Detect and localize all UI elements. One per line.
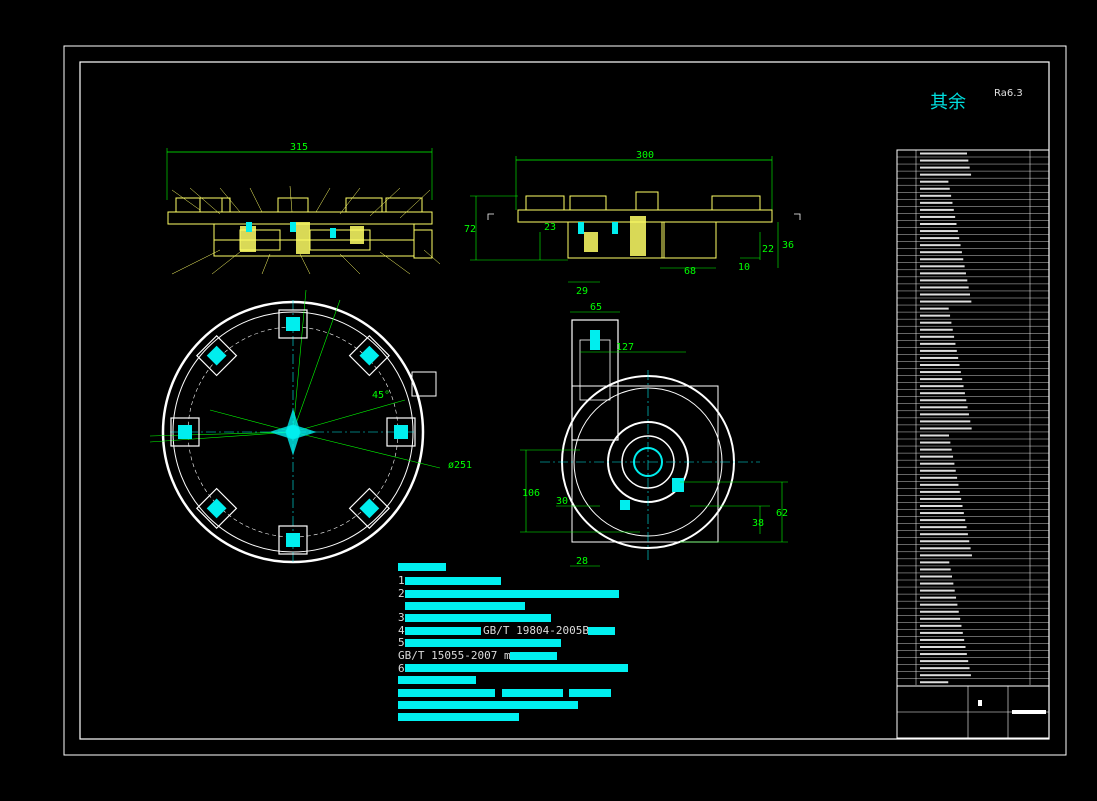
dim-side-36: 36 — [782, 240, 794, 251]
dim-sec-30: 30 — [556, 496, 568, 507]
dim-sec-106: 106 — [522, 488, 540, 499]
note-3: 3 — [398, 611, 405, 624]
dim-plan-dia: ø251 — [448, 460, 472, 471]
jaw-block — [195, 487, 238, 530]
surface-finish-note: 其余 — [930, 92, 966, 113]
dim-plan-angle: 45° — [372, 390, 390, 401]
section-view: 65 127 106 30 28 38 62 — [520, 302, 788, 567]
jaw-block — [170, 417, 200, 447]
dim-sec-62: 62 — [776, 508, 788, 519]
dim-side-10: 10 — [738, 262, 750, 273]
outer-border — [63, 45, 1067, 756]
jaw-block — [348, 487, 391, 530]
jaw-block — [278, 309, 308, 339]
dim-side-height: 72 — [464, 224, 476, 235]
note-5-standard: GB/T 15055-2007 m — [398, 649, 511, 662]
dim-sec-127: 127 — [616, 342, 634, 353]
plan-view: 45° ø251 — [149, 289, 472, 564]
dim-sec-65: 65 — [590, 302, 602, 313]
inner-border — [79, 61, 1050, 740]
jaw-block — [195, 334, 238, 377]
note-6: 6 — [398, 662, 405, 675]
dim-side-23: 23 — [544, 222, 556, 233]
note-4-text: GB/T 19804-2005B — [483, 624, 589, 637]
dim-side-68: 68 — [684, 266, 696, 277]
jaw-block — [348, 334, 391, 377]
side-view: 300 72 23 22 36 10 — [464, 150, 801, 297]
note-4: 4 — [398, 624, 405, 637]
dim-side-22: 22 — [762, 244, 774, 255]
parts-list — [896, 149, 1050, 739]
note-1: 1 — [398, 574, 405, 587]
note-5: 5 — [398, 636, 405, 649]
dim-sec-28: 28 — [576, 556, 588, 567]
front-view: 315 — [166, 142, 441, 275]
dim-side-29: 29 — [576, 286, 588, 297]
dim-top-width: 315 — [290, 142, 308, 153]
jaw-block — [278, 525, 308, 555]
dim-side-width: 300 — [636, 150, 654, 161]
surface-finish-value: Ra6.3 — [994, 88, 1023, 99]
jaw-block — [386, 417, 416, 447]
note-2: 2 — [398, 587, 405, 600]
dim-sec-38: 38 — [752, 518, 764, 529]
